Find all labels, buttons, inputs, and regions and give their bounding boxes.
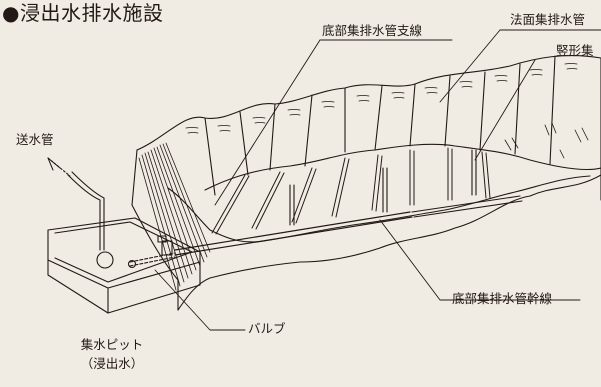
pit-left-face <box>47 259 109 314</box>
label-slope-pipe: 法面集排水管 <box>510 12 586 27</box>
slope-panel-lines <box>204 55 556 196</box>
trunk-pipe <box>174 211 413 256</box>
basin-floor-upper-edge <box>204 143 601 191</box>
page-title: ●浸出水排水施設 <box>2 1 164 25</box>
branch-pipes <box>211 147 491 235</box>
leader-lines <box>154 29 601 331</box>
label-pit-line1: 集水ピット <box>80 337 144 352</box>
vertical-pipes <box>289 149 477 226</box>
valve-handle <box>157 235 167 243</box>
label-vertical-pipe: 竪形集 <box>556 43 594 58</box>
label-trunk-pipe: 底部集排水管幹線 <box>452 291 553 306</box>
valve-body <box>161 240 173 256</box>
trunk-pipe-extension <box>411 195 523 218</box>
label-pit: 集水ピット （浸出水） <box>62 337 162 371</box>
send-pipe-arrow <box>47 157 61 171</box>
slope-hatch-marks <box>185 63 589 159</box>
basin-bottom-rim <box>177 174 601 311</box>
label-valve: バルブ <box>248 321 286 336</box>
pit-inner-rim <box>54 221 193 283</box>
pit-front-face <box>107 261 201 314</box>
send-pipe-arrow-line <box>47 157 71 177</box>
valve-pipe-end <box>127 259 137 269</box>
basin-floor-lower-edge <box>167 175 591 243</box>
label-branch-pipe: 底部集排水管支線 <box>322 23 423 38</box>
front-face-hatch <box>138 142 211 291</box>
label-pit-line2: （浸出水） <box>80 355 144 371</box>
label-send-pipe: 送水管 <box>16 132 54 147</box>
front-face <box>131 149 179 311</box>
send-pipe <box>67 171 105 251</box>
pump-circle <box>96 251 114 269</box>
